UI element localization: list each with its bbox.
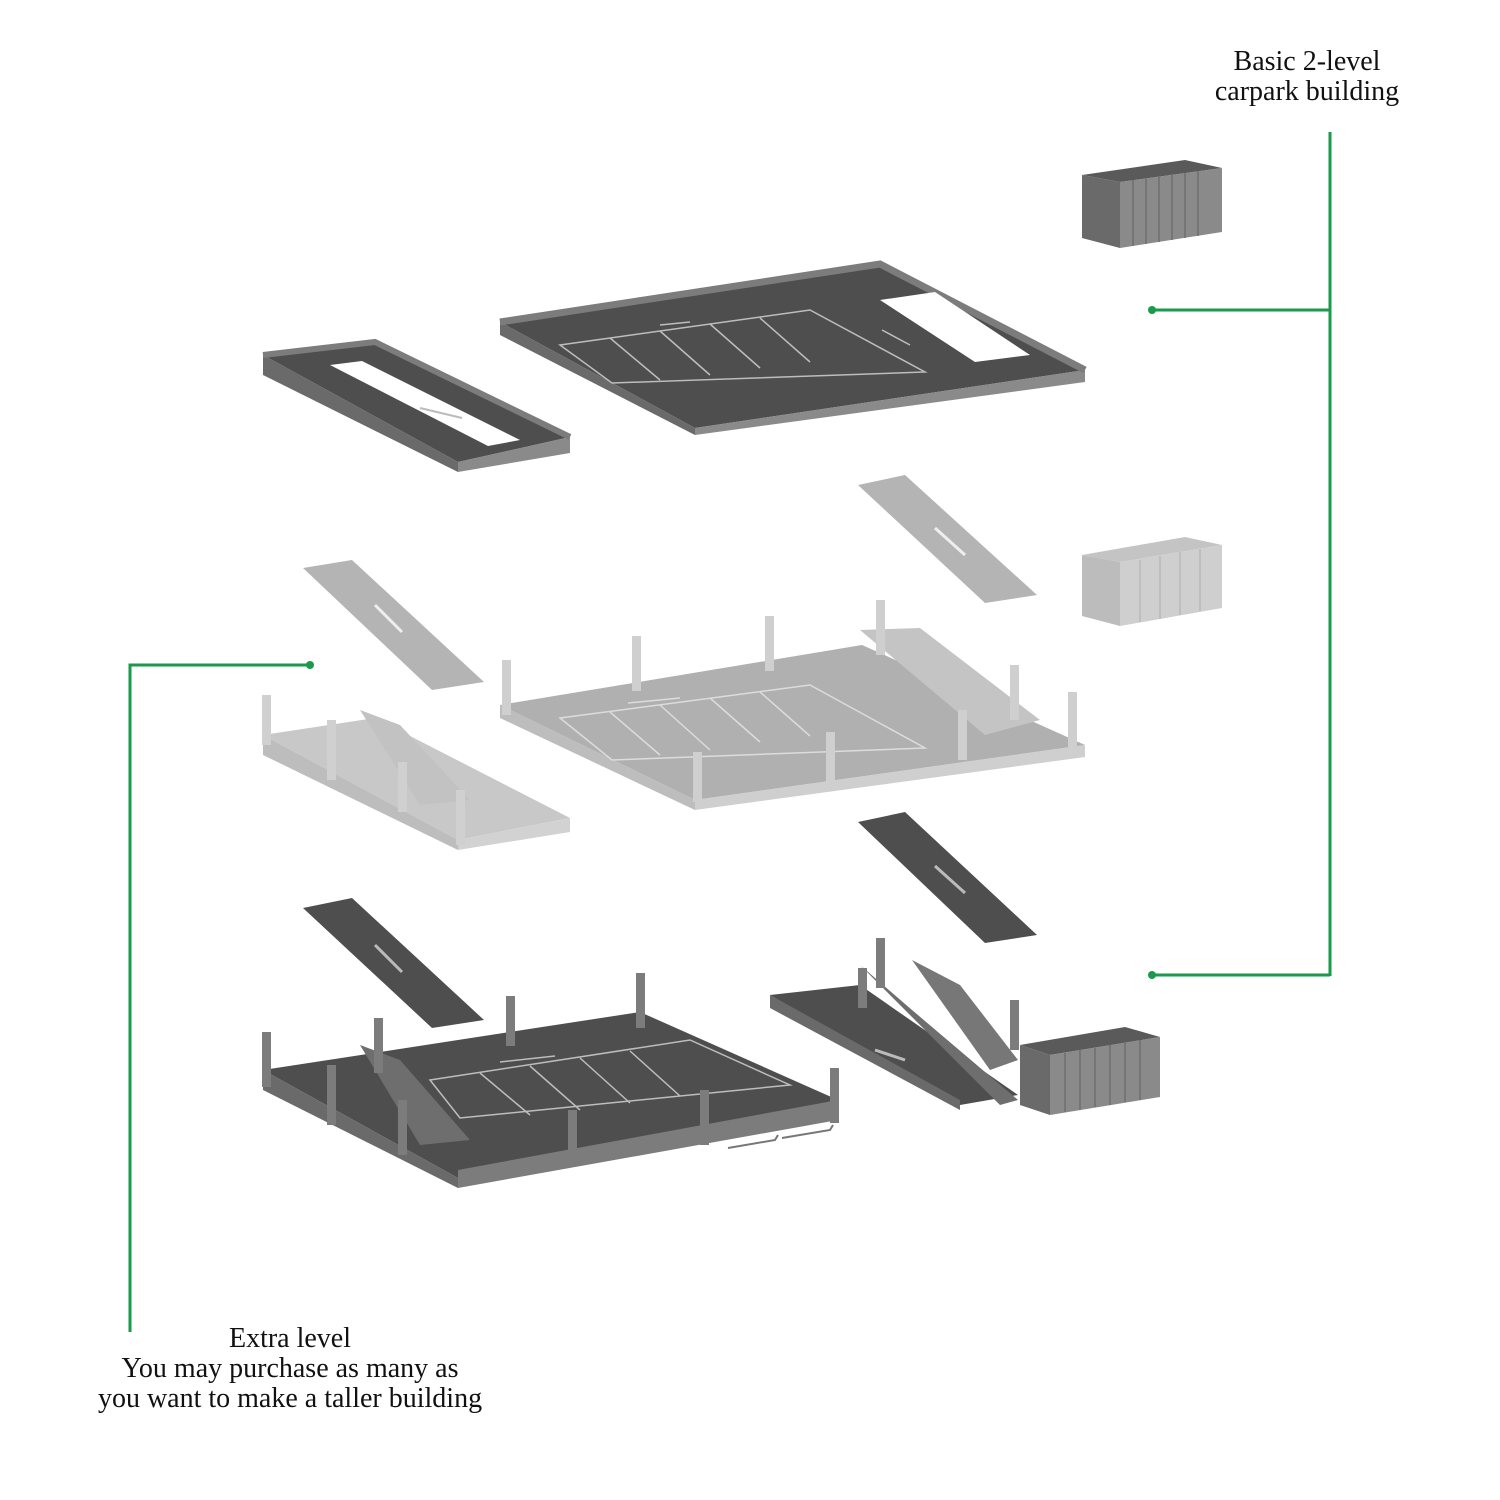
middle-stair-block — [1082, 537, 1222, 626]
leader-dot — [1148, 971, 1156, 979]
extra-level-label: Extra level You may purchase as many as … — [40, 1324, 540, 1414]
leader-dot — [1148, 306, 1156, 314]
basic-level-label: Basic 2-level carpark building — [1167, 47, 1447, 107]
basic-label-line1: Basic 2-level — [1233, 46, 1381, 77]
roof-stair-block — [1082, 160, 1222, 248]
light-ramp-left — [303, 560, 484, 690]
ground-entrance-ramp — [770, 938, 1019, 1110]
leader-dot — [306, 661, 314, 669]
extra-label-line1: Extra level — [228, 1323, 352, 1354]
basic-level-bracket — [1152, 132, 1332, 977]
ground-stair-block — [1020, 1027, 1160, 1115]
light-ramp-right — [858, 475, 1037, 603]
extra-label-line2: You may purchase as many as — [121, 1353, 459, 1384]
extra-level-side-frame — [262, 695, 570, 850]
ground-main-deck — [262, 973, 839, 1188]
extra-label-line3: you want to make a taller building — [97, 1383, 483, 1414]
extra-level-bracket — [128, 663, 310, 1332]
basic-label-line2: carpark building — [1214, 76, 1400, 107]
dark-ramp-left — [303, 898, 484, 1028]
roof-side-frame — [262, 338, 572, 472]
dark-ramp-right — [858, 812, 1037, 943]
extra-level-main-deck — [500, 600, 1085, 810]
roof-main-deck — [499, 260, 1087, 435]
